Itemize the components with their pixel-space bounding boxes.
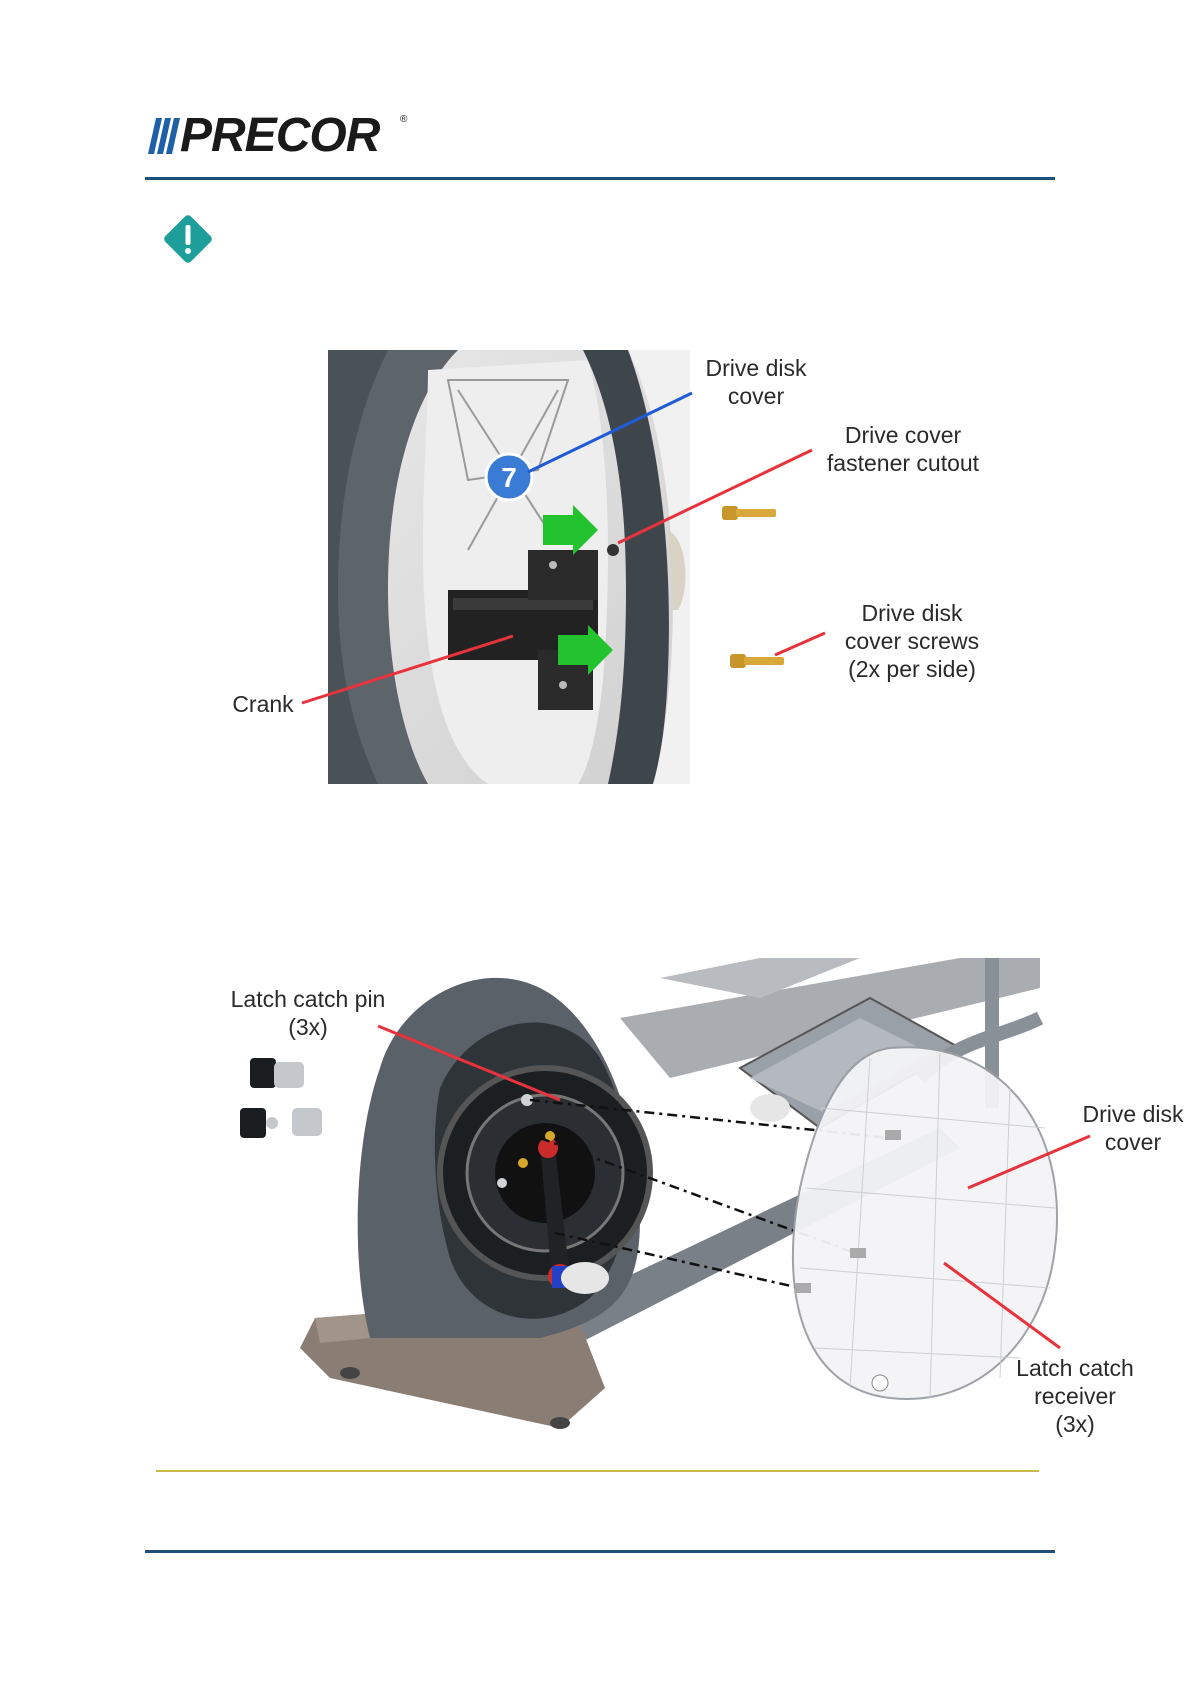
callout-drive-disk-cover-2: Drive disk cover: [1075, 1100, 1191, 1156]
logo-wordmark: PRECOR: [180, 108, 379, 163]
callout-badge-7: 7: [501, 462, 517, 493]
drive-cover-photo: 7: [328, 350, 690, 784]
screw-icon-upper: [720, 500, 780, 530]
precor-logo: PRECOR ®: [148, 112, 418, 164]
callout-fastener-cutout: Drive cover fastener cutout: [818, 421, 988, 477]
header-rule: [145, 177, 1055, 180]
callout-crank: Crank: [228, 690, 298, 718]
callout-drive-disk-cover: Drive disk cover: [690, 354, 822, 410]
logo-stripes-icon: [148, 118, 182, 158]
footer-rule: [145, 1550, 1055, 1553]
callout-latch-catch-pin: Latch catch pin (3x): [228, 985, 388, 1041]
section-divider-gold: [156, 1470, 1039, 1472]
callout-latch-catch-receiver: Latch catch receiver (3x): [1010, 1354, 1140, 1438]
callout-cover-screws: Drive disk cover screws (2x per side): [832, 599, 992, 683]
latch-pin-parts: [240, 1058, 322, 1138]
logo-registered-mark: ®: [400, 114, 407, 125]
warning-diamond-icon: [160, 211, 216, 267]
screw-icon-lower: [728, 648, 788, 678]
